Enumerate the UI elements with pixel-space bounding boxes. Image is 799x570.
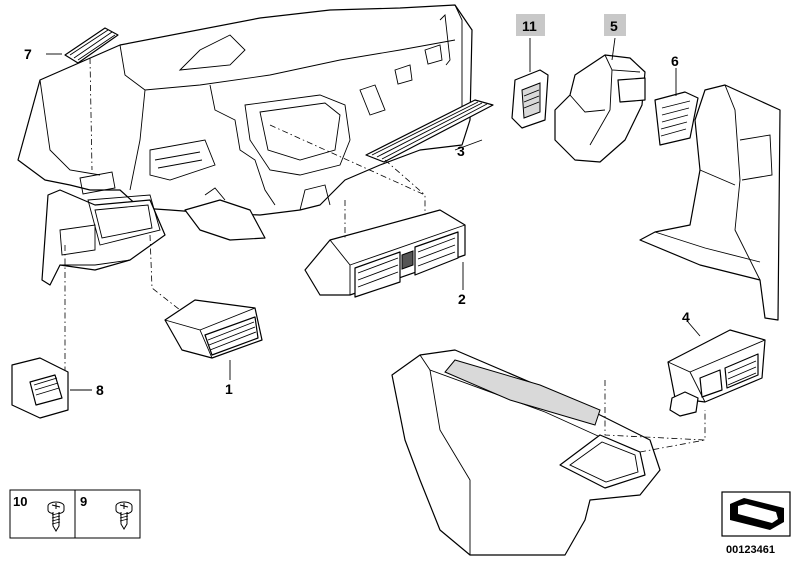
label-7: 7 (24, 46, 32, 62)
dashboard-panel (17, 4, 473, 241)
label-5: 5 (610, 18, 618, 34)
legend-label-10: 10 (13, 494, 27, 509)
label-2: 2 (458, 291, 466, 307)
label-5-highlight (604, 14, 626, 36)
label-3: 3 (457, 143, 465, 159)
label-11: 11 (522, 18, 537, 34)
part-2-center-vent (304, 209, 466, 298)
diagram-id-block: 00123461 (721, 491, 791, 556)
legend-label-9: 9 (80, 494, 87, 509)
part-6-vent-grille (654, 91, 699, 146)
diagram-number: 00123461 (726, 544, 775, 556)
leader-lines (46, 37, 701, 391)
rear-center-console (391, 349, 661, 556)
label-11-highlight (516, 14, 545, 36)
part-5-air-duct (554, 54, 646, 163)
part-7-vent-grille (64, 27, 119, 64)
label-8: 8 (96, 382, 104, 398)
part-3-defroster-grille (365, 99, 494, 163)
orientation-symbol-icon (730, 498, 784, 530)
assembly-lines (64, 57, 706, 453)
screw-10-icon (47, 501, 65, 532)
part-11-vent (511, 69, 549, 129)
label-6: 6 (671, 53, 679, 69)
label-4: 4 (682, 309, 690, 325)
screw-9-icon (115, 501, 133, 530)
part-1-side-vent (164, 299, 263, 359)
pillar-trim-panel (639, 84, 781, 321)
label-1: 1 (225, 381, 233, 397)
part-8-trim-panel-vent (11, 357, 69, 419)
fastener-legend: 10 9 (9, 489, 141, 539)
callout-labels: 7 11 5 6 3 2 1 8 4 (24, 14, 690, 398)
part-4-rear-vent (667, 329, 766, 417)
dashboard-left-end-panel (41, 171, 166, 286)
